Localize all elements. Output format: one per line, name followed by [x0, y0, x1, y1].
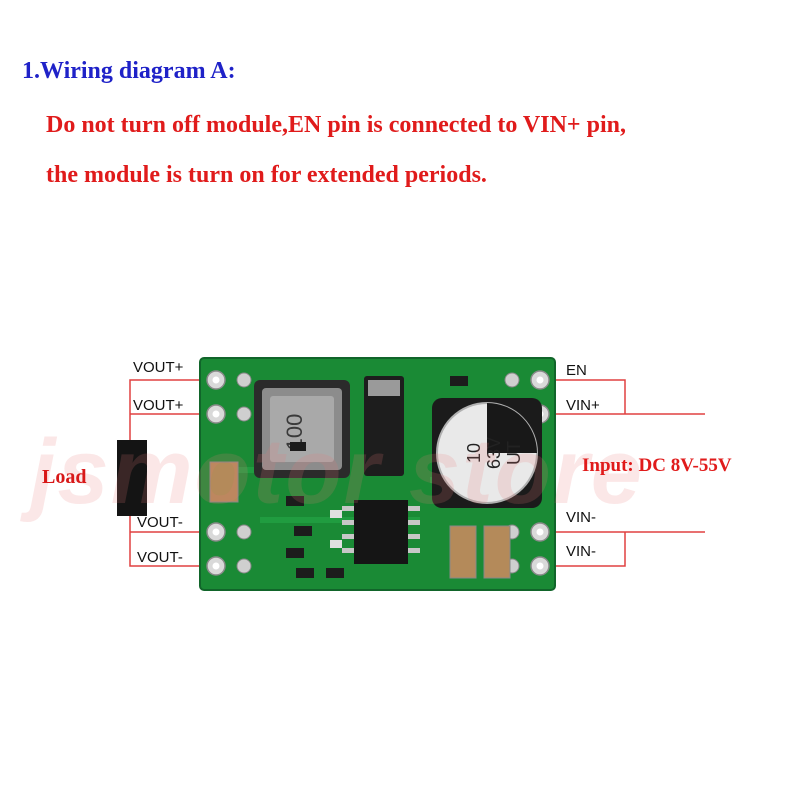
pin-label-vout-minus-1: VOUT-: [137, 514, 183, 531]
capacitor-series: UT: [504, 441, 524, 465]
capacitor-value: 10: [464, 443, 484, 463]
pin-label-en: EN: [566, 362, 587, 379]
note-line-1: Do not turn off module,EN pin is connect…: [46, 112, 626, 138]
wire-en: [545, 379, 626, 414]
diagram-heading: 1.Wiring diagram A:: [22, 58, 236, 84]
wire-vin-minus-2: [545, 532, 626, 567]
input-label: Input: DC 8V-55V: [582, 455, 732, 476]
pin-label-vin-plus: VIN+: [566, 397, 600, 414]
pin-label-vin-minus-1: VIN-: [566, 509, 596, 526]
capacitor-voltage: 63V: [484, 437, 504, 469]
pin-label-vout-plus-1: VOUT+: [133, 359, 184, 376]
pin-label-vout-minus-2: VOUT-: [137, 549, 183, 566]
ic-chip: [342, 500, 420, 564]
smd-components: [209, 376, 511, 579]
wire-vout-minus-2: [129, 515, 210, 567]
wire-vout-plus-1: [129, 379, 210, 445]
note-line-2: the module is turn on for extended perio…: [46, 162, 487, 188]
inductor: 100: [254, 380, 350, 478]
electrolytic-capacitor: 10 63V UT: [432, 398, 542, 508]
load-label: Load: [42, 466, 87, 488]
load-block: [117, 440, 147, 516]
pcb-board: 100 10 63V UT: [199, 357, 556, 591]
schottky-diode: [364, 376, 404, 476]
watermark: jsmotor store: [30, 421, 644, 523]
pin-label-vout-plus-2: VOUT+: [133, 397, 184, 414]
wires: [129, 379, 705, 567]
pin-label-vin-minus-2: VIN-: [566, 543, 596, 560]
